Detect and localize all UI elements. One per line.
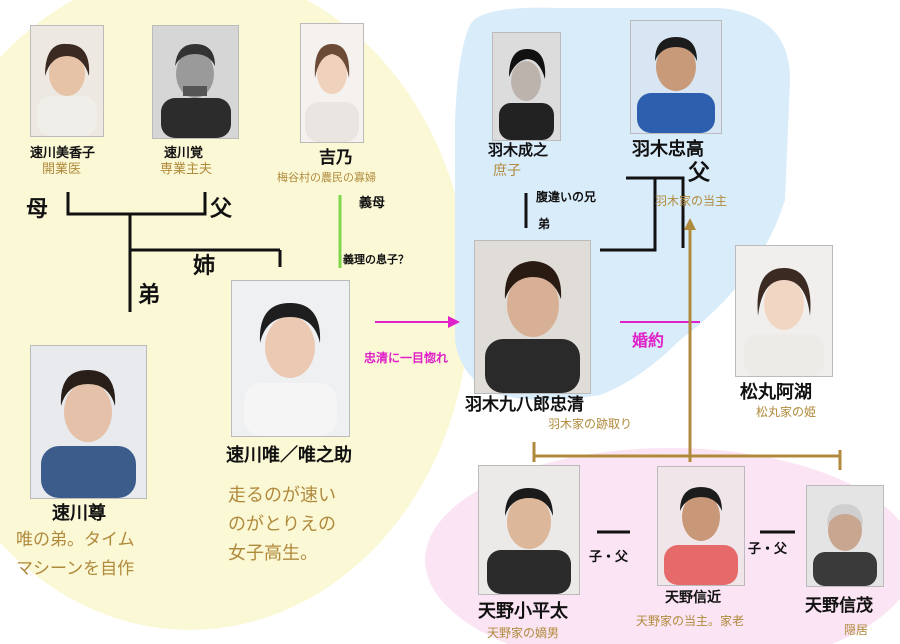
name-amano-kohei: 天野小平太 bbox=[478, 601, 568, 622]
label-child-father-2: 子・父 bbox=[748, 542, 788, 557]
portrait-amano-nobuchika bbox=[657, 466, 745, 586]
role-yoshino: 梅谷村の農民の寡婦 bbox=[277, 171, 376, 184]
name-hagi-tadataka: 羽木忠高 bbox=[632, 139, 704, 160]
label-child-father-1: 子・父 bbox=[589, 550, 629, 565]
role-hayakawa-mikako: 開業医 bbox=[42, 162, 82, 177]
role-amano-nobuchika: 天野家の当主。家老 bbox=[636, 614, 745, 628]
label-mother: 母 bbox=[26, 197, 49, 222]
label-sister: 姉 bbox=[193, 254, 216, 279]
tadataka-line bbox=[626, 176, 685, 248]
portrait-amano-nobushige bbox=[806, 485, 884, 587]
desc-hayakawa-takeru-1: 唯の弟。タイム bbox=[16, 530, 135, 550]
portrait-matsumaru-ako bbox=[735, 245, 833, 377]
portrait-hagi-tadakiyo bbox=[474, 240, 591, 394]
portrait-hayakawa-yui bbox=[231, 280, 350, 437]
tadakiyo-line bbox=[600, 178, 657, 252]
hagi-tree-lines bbox=[524, 176, 685, 252]
role-amano-nobushige: 隠居 bbox=[844, 623, 869, 637]
label-father: 父 bbox=[210, 197, 233, 222]
parents-line bbox=[66, 192, 207, 216]
label-stepmother: 義母 bbox=[359, 196, 386, 211]
label-stepson: 義理の息子？ bbox=[343, 253, 409, 266]
role-amano-kohei: 天野家の嫡男 bbox=[487, 626, 560, 640]
role-hagi-nariyuki: 庶子 bbox=[493, 163, 521, 179]
role-hagi-tadakiyo: 羽木家の跡取り bbox=[548, 417, 633, 431]
label-hagi-father: 父 bbox=[688, 161, 711, 186]
portrait-hagi-tadataka bbox=[630, 20, 722, 134]
name-amano-nobuchika: 天野信近 bbox=[665, 590, 721, 606]
name-amano-nobushige: 天野信茂 bbox=[805, 596, 873, 616]
label-engagement: 婚約 bbox=[632, 331, 665, 350]
name-hayakawa-yui: 速川唯／唯之助 bbox=[226, 445, 352, 466]
portrait-hagi-nariyuki bbox=[492, 32, 561, 141]
desc-hayakawa-takeru-2: マシーンを自作 bbox=[16, 559, 135, 579]
portrait-hayakawa-satoru bbox=[152, 25, 239, 139]
desc-hayakawa-yui-1: 走るのが速い bbox=[228, 485, 336, 506]
portrait-hayakawa-takeru bbox=[30, 345, 147, 499]
name-yoshino: 吉乃 bbox=[319, 148, 353, 168]
name-hayakawa-mikako: 速川美香子 bbox=[30, 146, 96, 161]
hayakawa-tree-lines bbox=[66, 192, 282, 312]
label-love: 忠清に一目惚れ bbox=[364, 351, 449, 365]
name-matsumaru-ako: 松丸阿湖 bbox=[740, 382, 812, 403]
role-hayakawa-satoru: 専業主夫 bbox=[160, 162, 213, 177]
magenta-lines bbox=[375, 316, 700, 328]
gold-lineage-lines bbox=[532, 218, 842, 470]
label-younger-brother: 弟 bbox=[538, 217, 551, 231]
portrait-yoshino bbox=[300, 23, 364, 143]
name-hayakawa-satoru: 速川覚 bbox=[164, 146, 204, 161]
label-hagi-head: 羽木家の当主 bbox=[655, 194, 728, 208]
role-matsumaru-ako: 松丸家の姫 bbox=[756, 405, 817, 419]
desc-hayakawa-yui-3: 女子高生。 bbox=[228, 543, 318, 564]
portrait-amano-kohei bbox=[478, 465, 580, 595]
name-hagi-tadakiyo: 羽木九八郎忠清 bbox=[465, 395, 584, 415]
love-arrow-head bbox=[448, 316, 460, 328]
name-hagi-nariyuki: 羽木成之 bbox=[488, 141, 549, 159]
desc-hayakawa-yui-2: のがとりえの bbox=[228, 514, 336, 535]
portrait-hayakawa-mikako bbox=[30, 25, 104, 137]
label-half-brother: 腹違いの兄 bbox=[536, 190, 597, 204]
gold-arrow-head bbox=[684, 218, 696, 230]
name-hayakawa-takeru: 速川尊 bbox=[52, 503, 106, 524]
label-brother: 弟 bbox=[138, 283, 161, 308]
